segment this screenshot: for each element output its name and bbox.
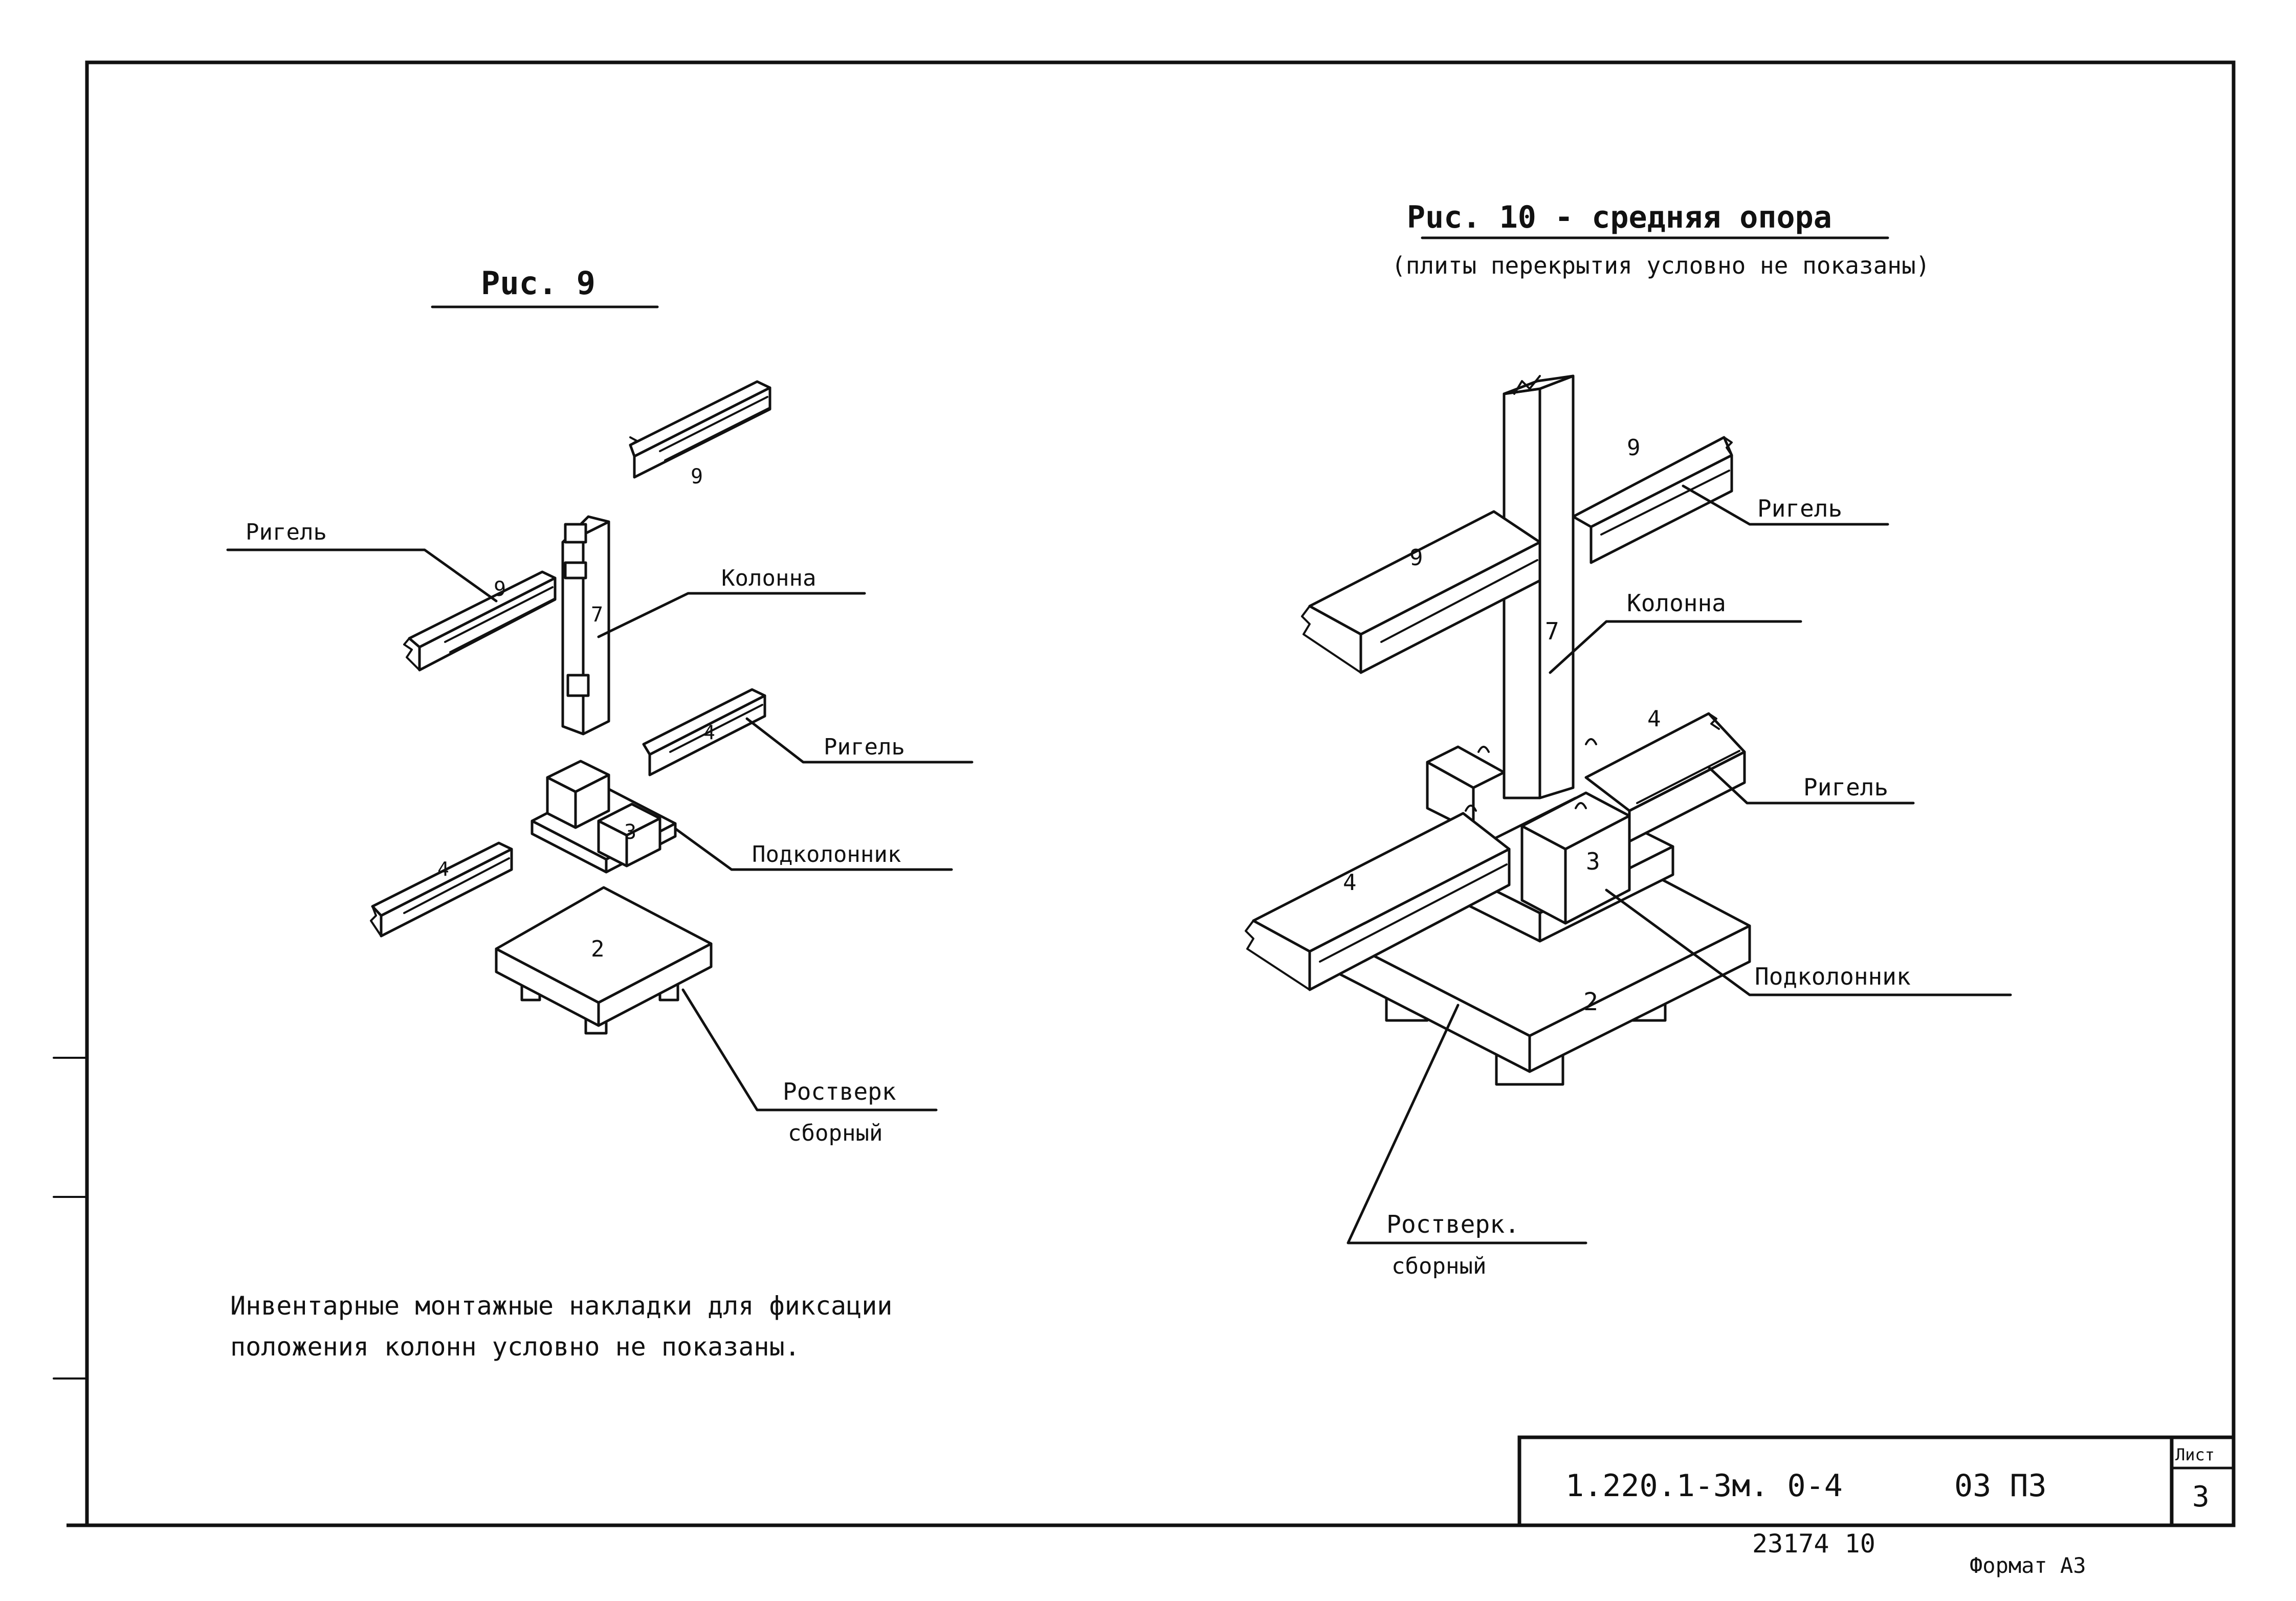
fig9-mark-beam-left: 9 (494, 577, 506, 601)
fig10-beam-low (1245, 812, 1511, 991)
title-block-code: 1.220.1-3м. 0-4 (1565, 1468, 1843, 1504)
title-block-doc: 03 П3 (1954, 1468, 2047, 1504)
fig9-mark-column: 7 (591, 603, 603, 627)
fig10-beam-left (1301, 510, 1541, 674)
fig9-label-podkolonnik: Подколонник (752, 841, 901, 868)
fig9-beam-left (403, 570, 557, 672)
fig10-mark-beam-left: 9 (1409, 545, 1423, 571)
fig9-label-rigel-top: Ригель (246, 519, 327, 545)
figure-9: Рuс. 9 9 9 7 (226, 264, 974, 1146)
note-line-1: Инвентарные монтажные накладки для фикса… (230, 1291, 892, 1321)
fig10-leaders (1346, 484, 2012, 1244)
figure-10: Рuс. 10 - средняя опора (плиты перекрыти… (1245, 199, 2012, 1279)
fig9-mark-podkolonnik: 3 (624, 820, 636, 844)
fig10-mark-rostverk: 2 (1583, 988, 1598, 1016)
fig9-leaders (226, 548, 974, 1111)
fig9-mark-beam-low: 4 (437, 858, 449, 880)
title-block-sheet-number: 3 (2192, 1480, 2210, 1514)
footer-format: Формат А3 (1970, 1553, 2086, 1578)
fig10-mark-beam-low: 4 (1343, 870, 1357, 896)
fig10-label-rigel-mid: Ригель (1803, 773, 1888, 801)
fig9-podkolonnik (531, 760, 677, 874)
fig10-mark-beam-top: 9 (1627, 435, 1641, 461)
fig9-mark-beam-mid: 4 (703, 721, 715, 744)
fig9-label-rostverk-sub: сборный (788, 1120, 882, 1146)
fig10-mark-beam-mid: 4 (1647, 706, 1661, 732)
fig10-label-rostverk-sub: сборный (1392, 1253, 1486, 1279)
fig9-rostverk (495, 886, 713, 1035)
fig9-beam-low (370, 841, 513, 938)
fig9-beam-top (629, 380, 771, 479)
fig9-title: Рuс. 9 (481, 264, 595, 302)
fig10-label-rigel-top: Ригель (1757, 495, 1842, 522)
fig10-title: Рuс. 10 - средняя опора (1407, 199, 1832, 235)
fig10-label-podkolonnik: Подколонник (1755, 963, 1911, 990)
fig10-column (1503, 374, 1575, 799)
title-block (1517, 1435, 2236, 1527)
fig9-beam-mid (642, 688, 766, 776)
note-line-2: положения колонн условно не показаны. (230, 1332, 800, 1362)
footer-number: 23174 10 (1752, 1529, 1875, 1559)
fig10-subtitle: (плиты перекрытия условно не показаны) (1392, 252, 1930, 279)
fig10-mark-column: 7 (1545, 617, 1559, 645)
fig9-column (561, 515, 610, 736)
fig10-label-rostverk: Ростверк. (1386, 1210, 1519, 1239)
fig9-mark-beam-top: 9 (691, 465, 703, 488)
fig9-label-kolonna: Колонна (721, 565, 816, 591)
fig9-mark-rostverk: 2 (591, 936, 605, 962)
fig10-label-kolonna: Колонна (1627, 589, 1726, 617)
title-block-sheet-label: Лист (2175, 1445, 2215, 1464)
fig10-beam-top (1572, 436, 1733, 564)
fig10-mark-podkolonnik: 3 (1586, 848, 1600, 875)
fig9-label-rostverk: Ростверк (783, 1078, 896, 1105)
fig9-label-rigel-mid: Ригель (824, 734, 905, 760)
